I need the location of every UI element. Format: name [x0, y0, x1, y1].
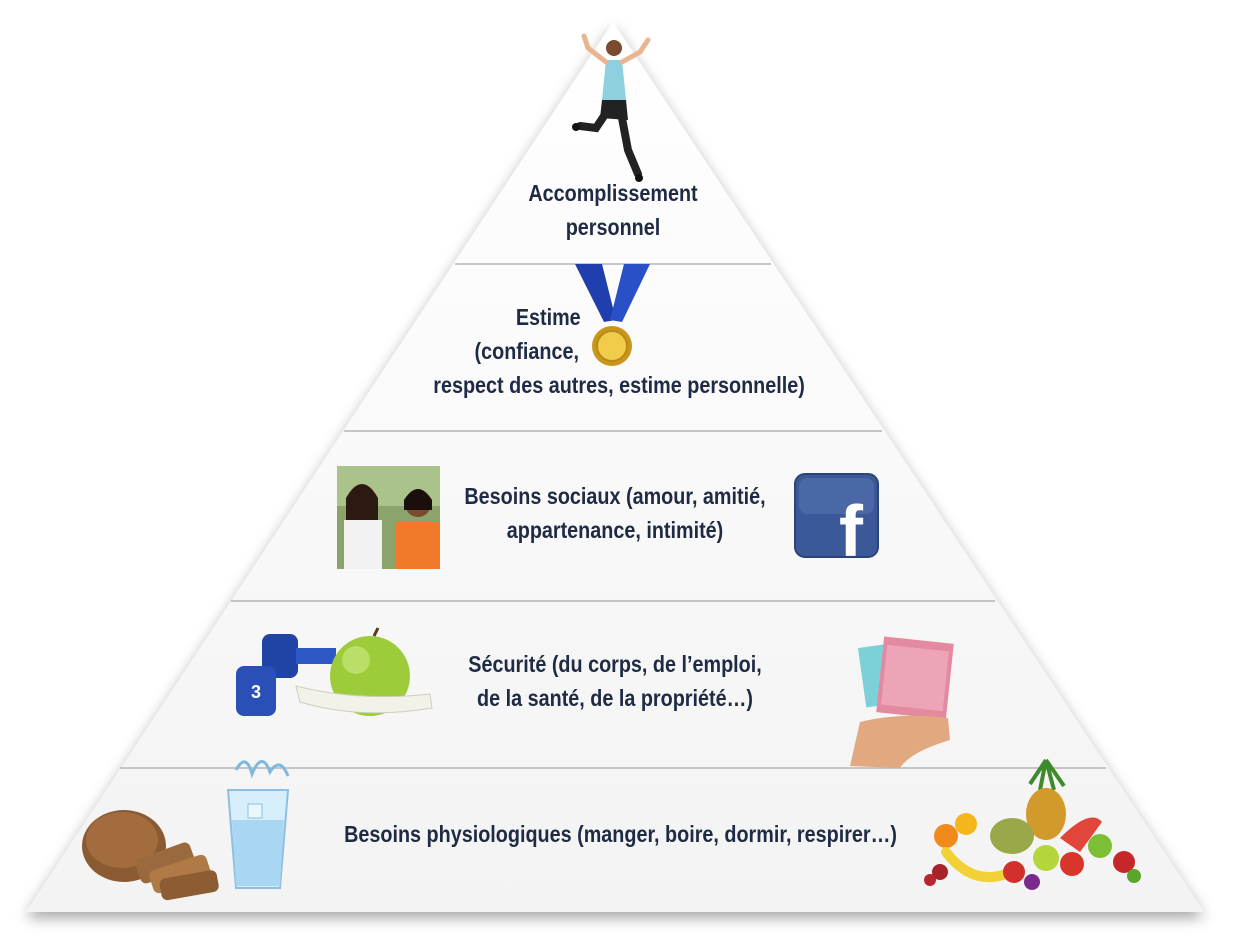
gold-medal-icon: [575, 264, 650, 366]
level-1-label: Accomplissement personnel: [486, 176, 741, 244]
level-2-line-2: (confiance,: [474, 338, 579, 364]
level-5-line-1: Besoins physiologiques (manger, boire, d…: [344, 821, 897, 847]
water-glass-icon: [226, 760, 290, 889]
level-5-label: Besoins physiologiques (manger, boire, d…: [344, 817, 897, 851]
svg-text:f: f: [839, 492, 864, 572]
fruit-basket-icon: [924, 758, 1141, 890]
level-4-label: Sécurité (du corps, de l’emploi, de la s…: [456, 647, 774, 715]
level-2-line-1: Estime: [515, 304, 581, 330]
pyramid-body: [26, 22, 1204, 912]
level-2-label: Estime (confiance, respect des autres, e…: [378, 300, 848, 402]
level-4-line-2: de la santé, de la propriété…): [477, 685, 753, 711]
svg-text:3: 3: [251, 682, 261, 702]
level-1-line-1: Accomplissement: [528, 180, 698, 206]
level-3-label: Besoins sociaux (amour, amitié, apparten…: [456, 479, 774, 547]
level-3-line-1: Besoins sociaux (amour, amitié,: [464, 483, 766, 509]
level-4-line-1: Sécurité (du corps, de l’emploi,: [468, 651, 762, 677]
friends-photo-icon: [337, 466, 440, 569]
facebook-icon: f: [794, 473, 879, 572]
bread-icon: [82, 810, 219, 901]
jumping-woman-icon: [572, 33, 651, 182]
money-hand-icon: [850, 636, 954, 768]
level-1-line-2: personnel: [565, 214, 661, 240]
level-2-line-3: respect des autres, estime personnelle): [433, 372, 805, 398]
level-3-line-2: appartenance, intimité): [506, 517, 724, 543]
dumbbell-apple-icon: 3: [236, 627, 433, 716]
